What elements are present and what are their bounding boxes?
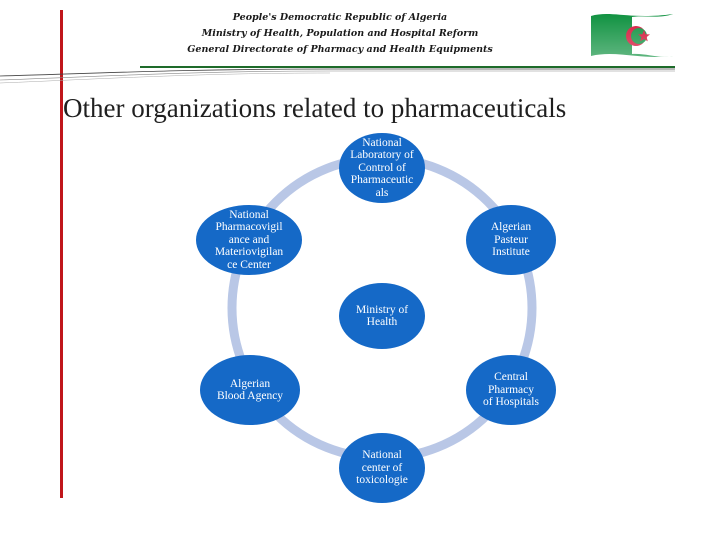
header-line-ministry: Ministry of Health, Population and Hospi… bbox=[201, 28, 479, 39]
node-national-laboratory-control: National Laboratory of Control of Pharma… bbox=[339, 133, 425, 203]
header-decorative-rules bbox=[0, 66, 675, 84]
node-national-center-toxicologie: National center of toxicologie bbox=[339, 433, 425, 503]
algeria-flag-image bbox=[591, 10, 673, 58]
node-label: Central Pharmacy of Hospitals bbox=[483, 371, 539, 409]
node-label: Algerian Blood Agency bbox=[216, 377, 284, 403]
node-label: Algerian Pasteur Institute bbox=[490, 221, 532, 259]
node-label: National center of toxicologie bbox=[356, 449, 408, 487]
node-label: National Pharmacovigil ance and Materiov… bbox=[214, 208, 284, 271]
header-line-directorate: General Directorate of Pharmacy and Heal… bbox=[187, 44, 493, 55]
header-line-republic: People's Democratic Republic of Algeria bbox=[232, 12, 448, 23]
node-ministry-of-health-center: Ministry of Health bbox=[339, 283, 425, 349]
node-algerian-pasteur-institute: Algerian Pasteur Institute bbox=[466, 205, 556, 275]
node-label: National Laboratory of Control of Pharma… bbox=[350, 136, 414, 199]
node-algerian-blood-agency: Algerian Blood Agency bbox=[200, 355, 300, 425]
slide-header: People's Democratic Republic of Algeria … bbox=[0, 10, 680, 58]
node-label: Ministry of Health bbox=[355, 303, 409, 329]
slide-title: Other organizations related to pharmaceu… bbox=[63, 93, 567, 123]
accent-vertical-line bbox=[60, 10, 63, 498]
node-central-pharmacy-hospitals: Central Pharmacy of Hospitals bbox=[466, 355, 556, 425]
node-national-pharmacovigilance-center: National Pharmacovigil ance and Materiov… bbox=[196, 205, 302, 275]
